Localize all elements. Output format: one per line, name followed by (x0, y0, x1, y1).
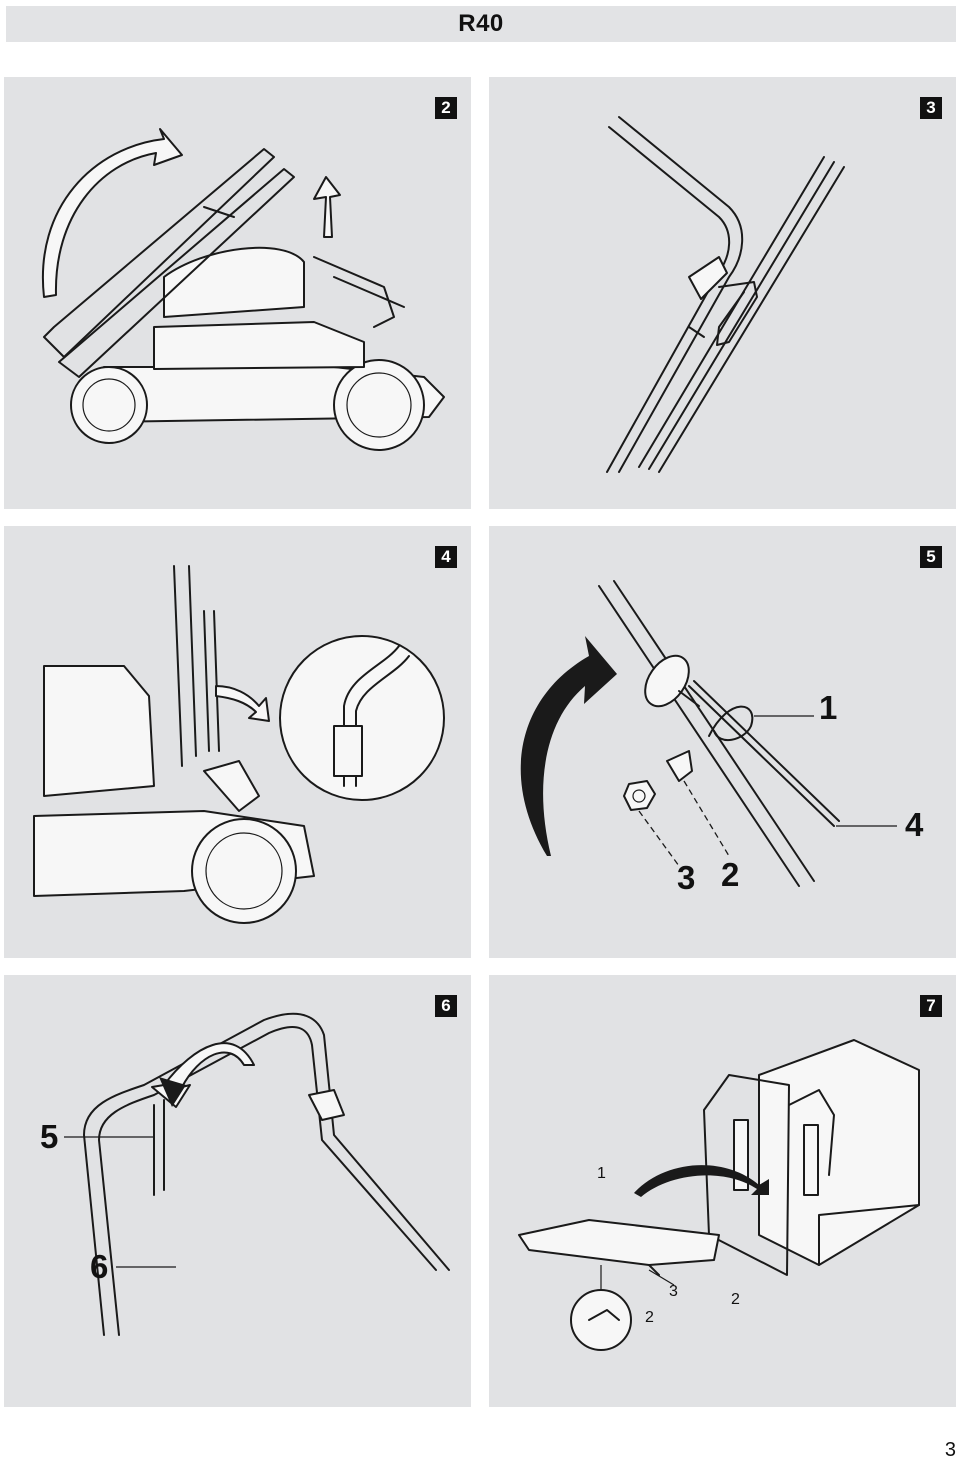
figure-panel-4: 4 (4, 526, 471, 958)
callout-label: 2 (645, 1309, 654, 1326)
callout-label: 2 (721, 856, 740, 893)
callout-label: 3 (669, 1283, 678, 1300)
figure-panel-6: 6 5 6 (4, 975, 471, 1407)
callout-label: 1 (819, 689, 838, 726)
figure-number-badge: 2 (435, 97, 457, 119)
callout-label: 5 (40, 1118, 59, 1155)
callout-label: 2 (731, 1291, 740, 1308)
knob-assembly-illustration (520, 580, 897, 887)
figure-number-badge: 4 (435, 546, 457, 568)
figure-number-badge: 6 (435, 995, 457, 1017)
figure-panel-7: 7 1 3 2 2 (489, 975, 956, 1407)
handle-cable-clip-illustration (606, 116, 845, 473)
figure-number-badge: 7 (920, 995, 942, 1017)
grass-bag-attachment-illustration (518, 1039, 920, 1351)
page-title: R40 (458, 10, 504, 37)
handle-top-illustration (64, 1012, 450, 1336)
page-number: 3 (944, 1439, 956, 1461)
header-bar: R40 (6, 6, 956, 42)
figure-panel-2: 2 (4, 77, 471, 509)
callout-label: 6 (90, 1248, 109, 1285)
figure-number-badge: 5 (920, 546, 942, 568)
figure-panel-3: 3 (489, 77, 956, 509)
figure-panel-5: 5 1 4 3 2 (489, 526, 956, 958)
callout-label: 3 (677, 859, 696, 896)
mower-fold-illustration (41, 128, 445, 451)
callout-label: 4 (905, 806, 924, 843)
handle-lock-illustration (33, 565, 445, 924)
callout-label: 1 (597, 1165, 606, 1182)
figure-number-badge: 3 (920, 97, 942, 119)
